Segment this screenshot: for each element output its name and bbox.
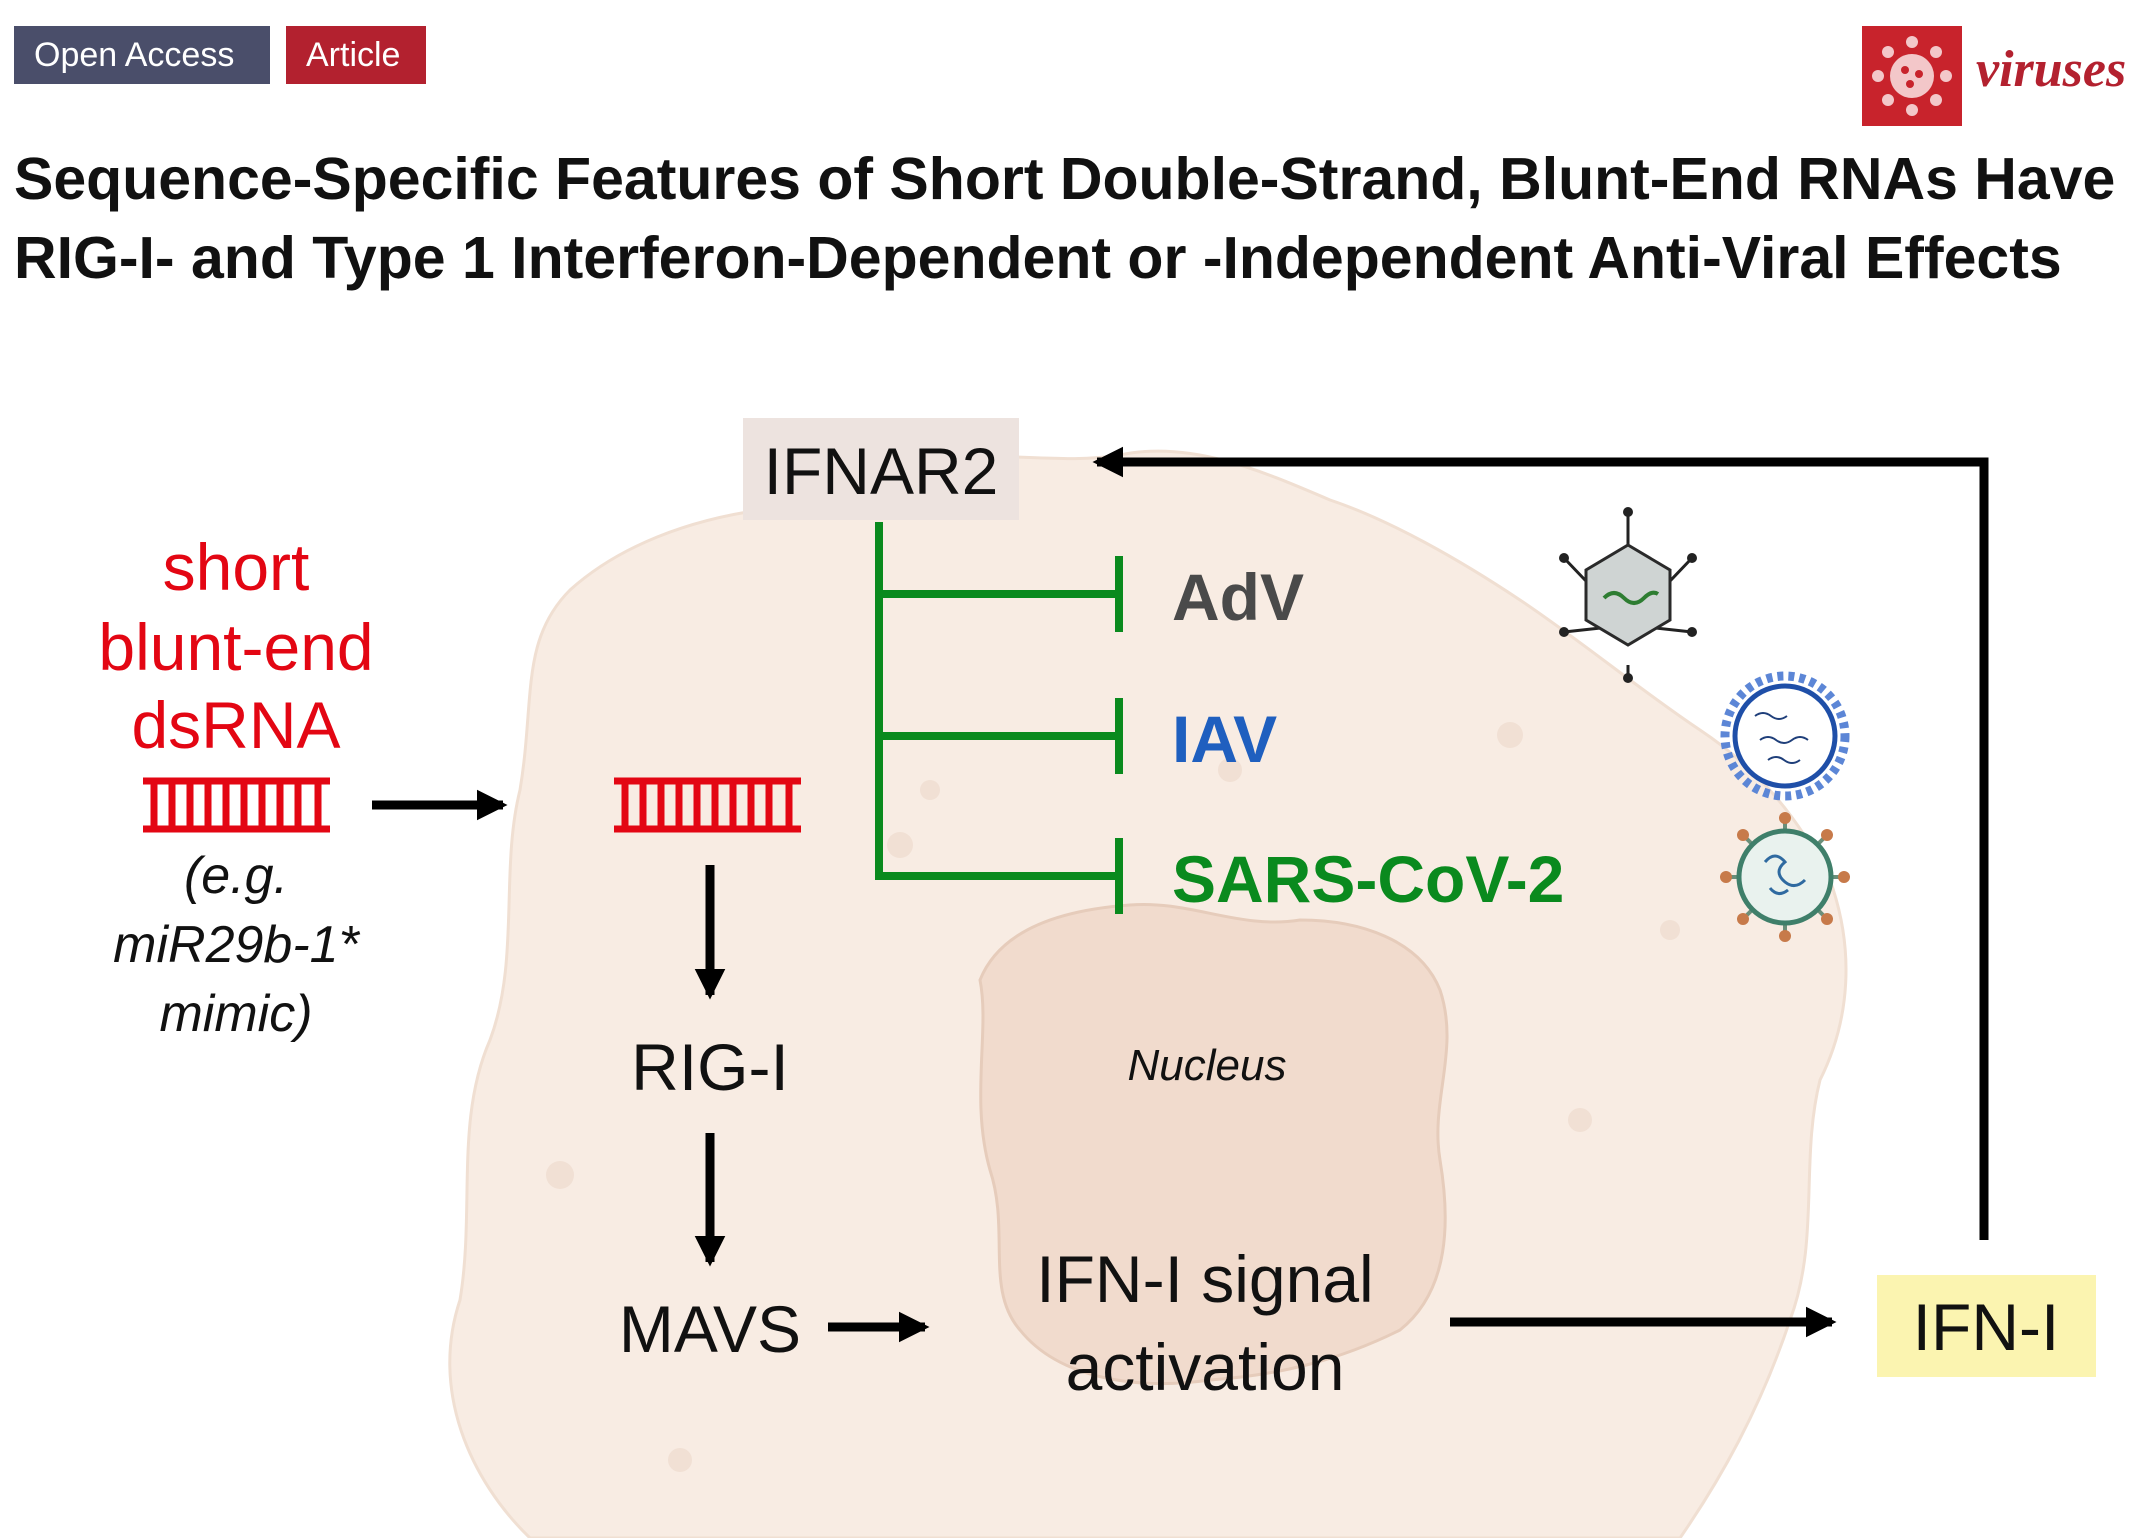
article-type-badge[interactable]: Article (286, 26, 426, 84)
dsrna-label-line-1: short (163, 530, 310, 604)
arrow-feedback (1092, 446, 1989, 1240)
nucleus-label: Nucleus (1128, 1041, 1287, 1090)
rig-i-label: RIG-I (631, 1030, 789, 1104)
nucleus (978, 902, 1449, 1385)
receptor-box (743, 418, 1019, 520)
inhibition-branches (875, 522, 1123, 914)
ifn-label: IFN-I (1913, 1290, 2060, 1364)
dsrna-internal-icon (614, 777, 801, 833)
example-line-1: (e.g. (184, 847, 288, 905)
example-line-2: miR29b-1* (113, 916, 360, 974)
virus-label-adv: AdV (1172, 560, 1304, 634)
virus-label-sars: SARS-CoV-2 (1172, 842, 1564, 916)
paper-title: Sequence-Specific Features of Short Doub… (14, 146, 2116, 291)
dsrna-label-line-3: dsRNA (131, 688, 340, 762)
example-line-3: mimic) (159, 985, 312, 1043)
open-access-badge[interactable]: Open Access (14, 26, 270, 84)
mavs-label: MAVS (619, 1292, 801, 1366)
receptor-label: IFNAR2 (764, 434, 999, 508)
sars-cov-2-icon (1720, 812, 1850, 942)
signal-line-1: IFN-I signal (1036, 1242, 1373, 1316)
journal-name[interactable]: viruses (1976, 41, 2127, 98)
virus-label-iav: IAV (1172, 702, 1277, 776)
dsrna-label-line-2: blunt-end (98, 610, 373, 684)
dsrna-duplex-icon (143, 777, 330, 833)
adenovirus-icon (1559, 507, 1697, 683)
cytoplasm-vesicles (546, 722, 1680, 1472)
ifn-box (1877, 1275, 2096, 1377)
virus-logo-icon (1872, 36, 1952, 116)
signal-line-2: activation (1066, 1330, 1345, 1404)
journal-logo (1862, 26, 1962, 126)
influenza-virus-icon (1720, 671, 1850, 801)
